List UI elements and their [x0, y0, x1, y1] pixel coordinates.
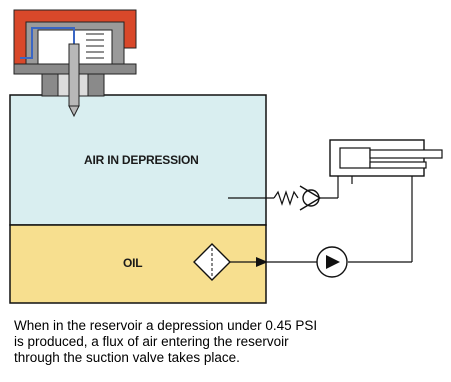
- suction-valve: [13, 9, 137, 118]
- reservoir: [9, 94, 267, 304]
- flow-arrow: [256, 257, 268, 267]
- oil-line: [193, 184, 413, 281]
- pump-arrow: [326, 255, 340, 269]
- caption-line: is produced, a flux of air entering the …: [14, 334, 289, 349]
- vent-spring: [273, 190, 299, 206]
- caption-line: When in the reservoir a depression under…: [14, 318, 318, 333]
- air-vent-line: [228, 176, 339, 211]
- valve-spring: [86, 33, 104, 59]
- filter-symbol: [193, 243, 231, 281]
- caption-line: through the suction valve takes place.: [14, 350, 240, 365]
- oil-region-label: OIL: [123, 256, 143, 270]
- air-region: [9, 94, 267, 226]
- airflow-path: [20, 27, 75, 59]
- air-region-label: AIR IN DEPRESSION: [84, 153, 199, 167]
- caption: When in the reservoir a depression under…: [14, 318, 434, 366]
- hydraulic-cylinder: [329, 139, 443, 184]
